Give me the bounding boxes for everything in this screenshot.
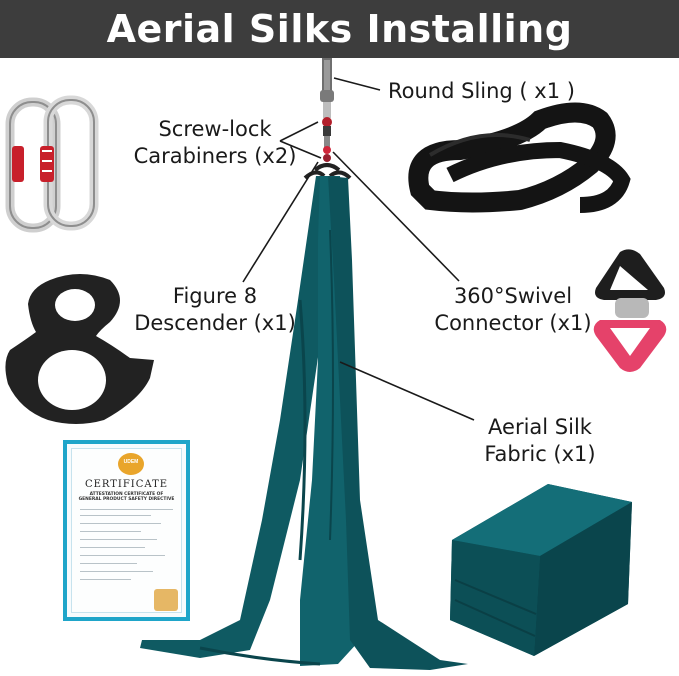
pointer-lines [242, 77, 475, 421]
certificate-text-line [80, 563, 137, 564]
folded-fabric-icon [450, 484, 632, 656]
certificate-heading: CERTIFICATE [84, 479, 169, 490]
label-fabric-line-1: Aerial Silk [488, 415, 592, 439]
certificate-text-line [80, 555, 165, 556]
certificate-text-line [80, 579, 131, 580]
aerial-silk-fabric [140, 176, 468, 670]
certificate-stamp [154, 589, 178, 611]
label-carabiners-line-2: Carabiners (x2) [133, 144, 297, 168]
label-fabric: Aerial Silk Fabric (x1) [460, 414, 620, 468]
label-fabric-line-2: Fabric (x1) [484, 442, 596, 466]
label-swivel-line-1: 360°Swivel [453, 284, 573, 308]
page-title: Aerial Silks Installing [106, 7, 573, 51]
swivel-connector-icon [593, 249, 667, 372]
label-figure-8-line-1: Figure 8 [172, 284, 258, 308]
label-figure-8: Figure 8 Descender (x1) [130, 283, 300, 337]
certificate-text-line [80, 509, 173, 510]
certificate-text-line [80, 571, 153, 572]
hanging-strap [303, 58, 352, 180]
certificate-subheading: ATTESTATION CERTIFICATE OF GENERAL PRODU… [76, 492, 177, 503]
certificate-badge-text: UDEM [123, 459, 139, 465]
certificate-subheading-line-2: GENERAL PRODUCT SAFETY DIRECTIVE [78, 497, 175, 503]
label-figure-8-line-2: Descender (x1) [134, 311, 296, 335]
label-swivel: 360°Swivel Connector (x1) [428, 283, 598, 337]
label-swivel-line-2: Connector (x1) [434, 311, 592, 335]
certificate-icon: UDEM CERTIFICATE ATTESTATION CERTIFICATE… [63, 440, 190, 621]
carabiner-icon [5, 95, 99, 233]
certificate-text-line [80, 531, 141, 532]
certificate-page: UDEM CERTIFICATE ATTESTATION CERTIFICATE… [71, 448, 182, 613]
certificate-text-line [80, 523, 161, 524]
certificate-badge: UDEM [118, 453, 144, 475]
label-round-sling: Round Sling ( x1 ) [388, 79, 575, 103]
round-sling-icon [408, 102, 631, 213]
title-banner [0, 0, 679, 58]
certificate-text-line [80, 515, 151, 516]
certificate-text-line [80, 547, 145, 548]
certificate-subheading-line-1: ATTESTATION CERTIFICATE OF [89, 492, 164, 497]
label-carabiners-line-1: Screw-lock [158, 117, 272, 141]
certificate-text-line [80, 539, 157, 540]
figure-8-descender-icon [5, 274, 154, 424]
label-carabiners: Screw-lock Carabiners (x2) [130, 116, 300, 170]
